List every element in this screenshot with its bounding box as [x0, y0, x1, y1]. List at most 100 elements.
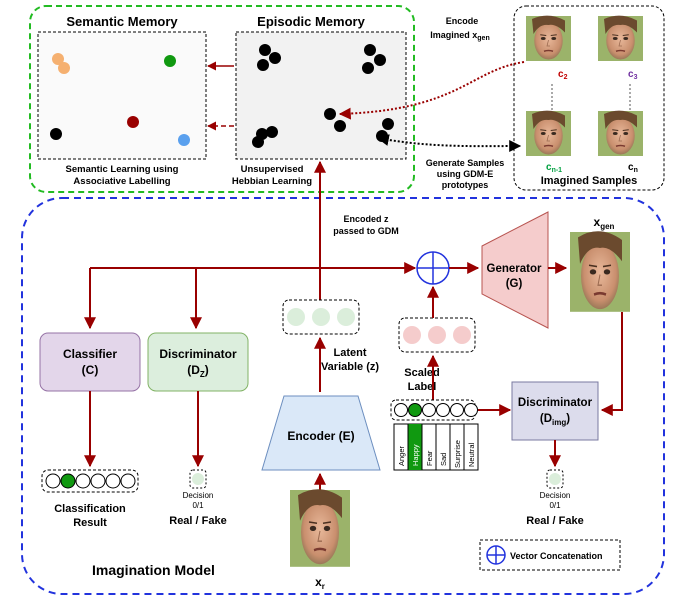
classifier-block [39, 332, 141, 392]
episodic-caption-1: Unsupervised [241, 164, 304, 175]
episodic-point [334, 120, 346, 132]
xgen-label: xgen [594, 215, 615, 231]
onehot-cell [394, 403, 408, 417]
emotion-fear: Fear [425, 450, 434, 466]
encode-annotation-2: Imagined xgen [430, 30, 489, 42]
onehot-cell [436, 403, 450, 417]
classification-result-1: Classification [54, 503, 126, 515]
discriminator-z-label-1: Discriminator [159, 347, 237, 361]
latent-cell [287, 308, 305, 326]
imagined-label-cn1: cn-1 [546, 162, 562, 174]
episodic-point [269, 52, 281, 64]
class-cell [105, 473, 121, 489]
emotion-surprise: Surprise [453, 440, 462, 468]
episodic-point [257, 59, 269, 71]
encode-imagined-arrow [338, 61, 525, 120]
semantic-point [164, 55, 176, 67]
generate-annotation-1: Generate Samples [426, 158, 505, 168]
episodic-point [324, 108, 336, 120]
class-cell [75, 473, 91, 489]
discimg-realfake: Real / Fake [526, 515, 583, 527]
emotion-happy-highlight [408, 424, 422, 470]
xgen-face-image [568, 229, 632, 314]
generator-label-2: (G) [506, 278, 523, 290]
discimg-decision-1: Decision [540, 491, 571, 500]
class-cell [60, 473, 76, 489]
semantic-memory-title: Semantic Memory [66, 14, 178, 29]
semantic-points [50, 53, 190, 146]
imagined-face-4 [597, 109, 644, 157]
onehot-cells [394, 403, 478, 417]
episodic-point [252, 136, 264, 148]
semantic-memory-box [37, 31, 207, 160]
imagined-face-3 [525, 109, 572, 157]
emotion-anger: Anger [397, 445, 406, 466]
semantic-caption-2: Associative Labelling [73, 176, 170, 187]
classifier-label-2: (C) [82, 363, 99, 377]
episodic-point [266, 126, 278, 138]
episodic-point [382, 118, 394, 130]
generate-samples-arrow [376, 134, 522, 153]
episodic-point [362, 62, 374, 74]
scaled-cell [428, 326, 446, 344]
latent-label-2: Variable (z) [321, 361, 379, 373]
episodic-point [374, 54, 386, 66]
episodic-caption-2: Hebbian Learning [232, 176, 312, 187]
generator-label-1: Generator [487, 263, 542, 275]
discriminator-img-block [511, 381, 599, 441]
onehot-cell [450, 403, 464, 417]
discriminator-img-label-2: (Dimg) [540, 413, 570, 427]
semantic-caption-1: Semantic Learning using [66, 164, 179, 175]
memory-group-border [29, 5, 415, 193]
class-cell [45, 473, 61, 489]
episodic-points [252, 44, 394, 148]
semantic-point [52, 53, 64, 65]
semantic-point [178, 134, 190, 146]
latent-cell [312, 308, 330, 326]
imagined-face-1 [525, 14, 572, 62]
semantic-point [50, 128, 62, 140]
encoder-label: Encoder (E) [287, 429, 354, 443]
legend-label: Vector Concatenation [510, 551, 603, 561]
arrow-xgen-to-discimg [600, 312, 623, 416]
onehot-cell [408, 403, 422, 417]
imagined-samples-box [513, 5, 665, 191]
imagination-model-title: Imagination Model [92, 562, 215, 578]
encode-annotation-1: Encode [446, 16, 479, 26]
imagined-label-cn: cn [628, 162, 638, 174]
discimg-decision-cell [549, 473, 561, 485]
classification-result-2: Result [73, 517, 107, 529]
discriminator-img-label-1: Discriminator [518, 397, 593, 409]
scaled-label-1: Scaled [404, 367, 439, 379]
emotion-sad: Sad [439, 453, 448, 466]
class-cell [120, 473, 136, 489]
input-xr-label: xr [315, 575, 325, 591]
imagined-face-2 [597, 14, 644, 62]
scaled-label-2: Label [408, 381, 437, 393]
imagined-label-c2: c2 [558, 69, 568, 81]
episodic-point [259, 44, 271, 56]
scaled-cell [453, 326, 471, 344]
discz-decision-cell [192, 473, 204, 485]
imagined-samples-title: Imagined Samples [541, 175, 638, 187]
emotion-neutral: Neutral [467, 442, 476, 467]
class-cell [90, 473, 106, 489]
classification-cells [45, 473, 136, 489]
latent-cell [337, 308, 355, 326]
generator-block [481, 211, 549, 329]
encoded-z-annotation-2: passed to GDM [333, 226, 399, 236]
classifier-label-1: Classifier [63, 347, 117, 361]
discz-decision-1: Decision [183, 491, 214, 500]
scaled-cell [403, 326, 421, 344]
episodic-memory-title: Episodic Memory [257, 14, 365, 29]
encoded-z-annotation-1: Encoded z [343, 214, 389, 224]
discriminator-z-block [147, 332, 249, 392]
latent-label-1: Latent [334, 347, 367, 359]
imagined-label-c3: c3 [628, 69, 638, 81]
discz-realfake: Real / Fake [169, 515, 226, 527]
discriminator-z-label-2: (DZ) [187, 363, 209, 379]
semantic-point [58, 62, 70, 74]
episodic-point [364, 44, 376, 56]
generate-annotation-3: prototypes [442, 180, 489, 190]
